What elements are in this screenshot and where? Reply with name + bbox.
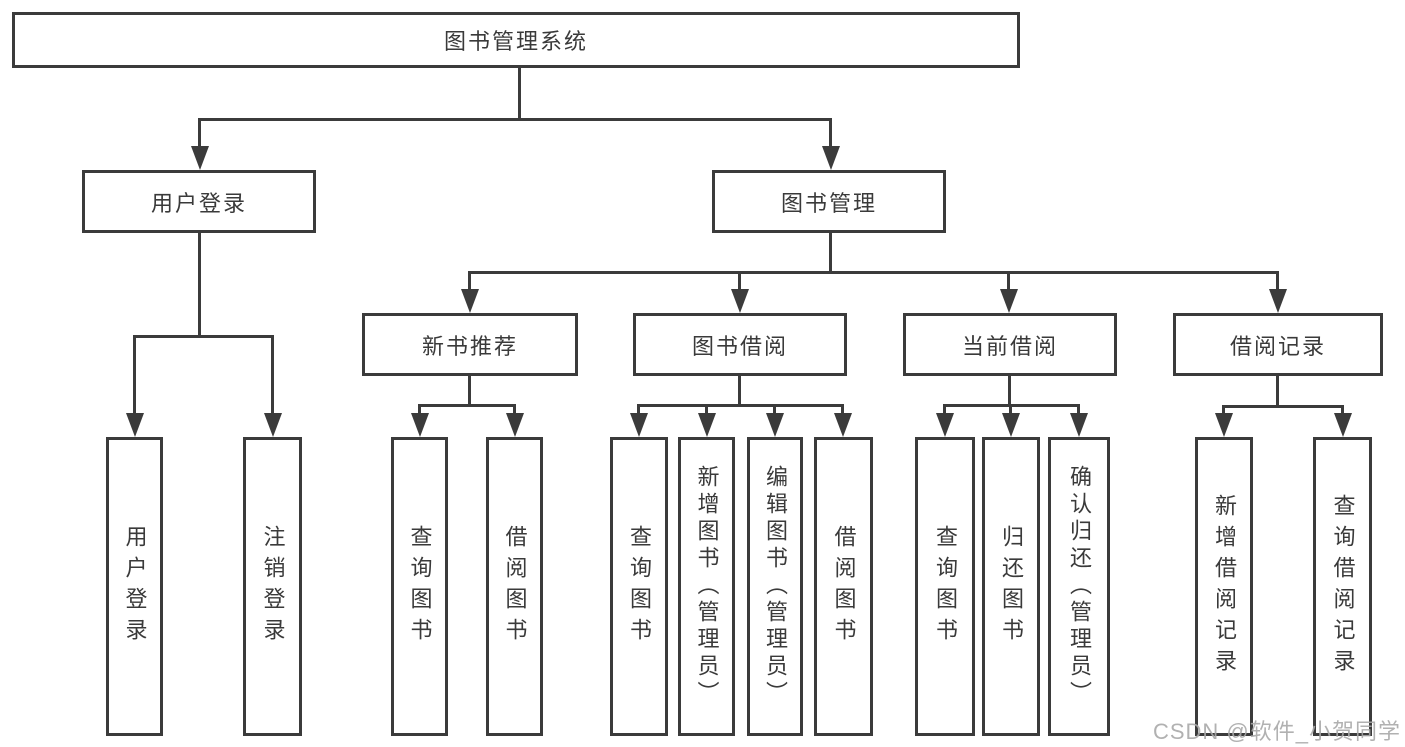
connector-line [468, 376, 471, 406]
arrowhead-down-icon [1002, 413, 1020, 437]
connector-line [198, 233, 201, 335]
arrowhead-down-icon [264, 413, 282, 437]
connector-line [271, 335, 274, 415]
node-borrowing-records: 借阅记录 [1173, 313, 1383, 376]
node-leaf-query-books-3: 查询图书 [915, 437, 975, 736]
connector-line [518, 68, 521, 118]
csdn-watermark: CSDN @软件_小贺同学 [1152, 719, 1401, 744]
node-leaf-add-books-admin: 新增图书（管理员） [678, 437, 735, 736]
connector-line [133, 335, 136, 415]
node-label: 查询借阅记录 [1330, 493, 1356, 680]
arrowhead-down-icon [506, 413, 524, 437]
arrowhead-down-icon [126, 413, 144, 437]
connector-line [1276, 271, 1279, 291]
node-label: 用户登录 [150, 190, 247, 216]
node-label: 新书推荐 [421, 333, 518, 359]
connector-line [1276, 376, 1279, 406]
arrowhead-down-icon [630, 413, 648, 437]
connector-line [1077, 404, 1080, 415]
node-label: 编辑图书（管理员） [763, 465, 788, 708]
connector-line [468, 271, 1279, 274]
connector-line [841, 404, 844, 415]
node-label: 新增借阅记录 [1212, 493, 1237, 680]
connector-line [738, 376, 741, 405]
node-leaf-confirm-return-admin: 确认归还（管理员） [1048, 437, 1110, 736]
node-leaf-edit-books-admin: 编辑图书（管理员） [747, 437, 803, 736]
node-label: 用户登录 [122, 524, 148, 649]
node-label: 查询图书 [627, 524, 652, 649]
connector-line [198, 118, 832, 121]
connector-line [637, 404, 844, 407]
connector-line [829, 118, 832, 150]
node-current-borrowing: 当前借阅 [903, 313, 1117, 376]
arrowhead-down-icon [822, 146, 840, 170]
node-leaf-borrow-books-2: 借阅图书 [814, 437, 873, 736]
connector-line [198, 118, 201, 150]
connector-line [738, 271, 741, 291]
node-label: 查询图书 [933, 524, 958, 649]
node-label: 查询图书 [407, 524, 433, 649]
node-label: 图书管理 [780, 190, 877, 216]
node-leaf-user-login: 用户登录 [106, 437, 163, 736]
arrowhead-down-icon [731, 289, 749, 313]
node-user-login: 用户登录 [82, 170, 316, 233]
arrowhead-down-icon [766, 413, 784, 437]
node-label: 归还图书 [999, 524, 1024, 649]
arrowhead-down-icon [191, 146, 209, 170]
arrowhead-down-icon [1215, 413, 1233, 437]
arrowhead-down-icon [461, 289, 479, 313]
connector-line [418, 404, 516, 407]
node-leaf-borrow-books-1: 借阅图书 [486, 437, 543, 736]
connector-line [1222, 405, 1225, 415]
arrowhead-down-icon [411, 413, 429, 437]
arrowhead-down-icon [1070, 413, 1088, 437]
connector-line [1009, 404, 1012, 415]
connector-line [1222, 405, 1344, 408]
connector-line [829, 233, 832, 273]
arrowhead-down-icon [698, 413, 716, 437]
connector-line [1341, 405, 1344, 415]
node-leaf-return-books: 归还图书 [982, 437, 1040, 736]
node-leaf-query-books-1: 查询图书 [391, 437, 448, 736]
node-label: 借阅记录 [1229, 333, 1326, 359]
node-label: 当前借阅 [961, 333, 1058, 359]
connector-line [943, 404, 946, 415]
node-book-borrowing: 图书借阅 [633, 313, 847, 376]
connector-line [1008, 376, 1011, 405]
arrowhead-down-icon [1269, 289, 1287, 313]
node-label: 新增图书（管理员） [694, 465, 720, 708]
connector-line [133, 335, 274, 338]
node-leaf-query-books-2: 查询图书 [610, 437, 668, 736]
node-book-management: 图书管理 [712, 170, 946, 233]
node-label: 图书管理系统 [443, 29, 588, 54]
arrowhead-down-icon [1334, 413, 1352, 437]
node-leaf-add-borrow-record: 新增借阅记录 [1195, 437, 1253, 736]
connector-line [773, 404, 776, 415]
arrowhead-down-icon [936, 413, 954, 437]
node-new-book-recommend: 新书推荐 [362, 313, 578, 376]
connector-line [637, 404, 640, 415]
connector-line [418, 404, 421, 415]
node-leaf-logout: 注销登录 [243, 437, 302, 736]
node-system-root: 图书管理系统 [12, 12, 1020, 68]
node-label: 借阅图书 [502, 524, 528, 649]
connector-line [513, 404, 516, 415]
connector-line [705, 404, 708, 415]
node-label: 注销登录 [260, 524, 286, 649]
arrowhead-down-icon [1000, 289, 1018, 313]
node-label: 借阅图书 [831, 524, 857, 649]
connector-line [1007, 271, 1010, 291]
node-leaf-query-borrow-record: 查询借阅记录 [1313, 437, 1372, 736]
connector-line [468, 271, 471, 291]
node-label: 确认归还（管理员） [1067, 465, 1092, 708]
arrowhead-down-icon [834, 413, 852, 437]
node-label: 图书借阅 [691, 333, 788, 359]
